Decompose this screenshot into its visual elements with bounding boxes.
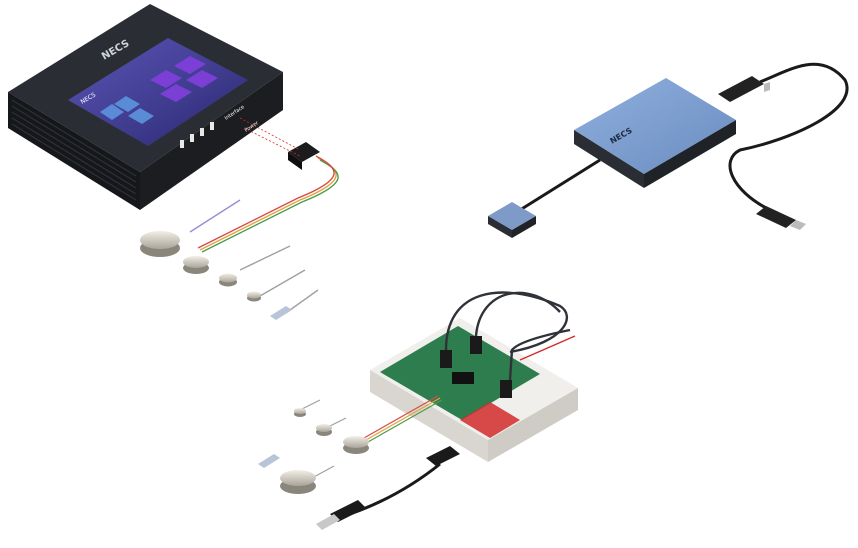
usb-a-cable	[316, 446, 460, 530]
hub-cables	[519, 62, 849, 212]
sensor-cables-top	[189, 155, 339, 311]
pcb-cables	[444, 291, 576, 381]
sensor-pad	[488, 202, 536, 238]
connector-plug	[288, 142, 320, 162]
sensor-bottom-small	[316, 424, 332, 436]
usb-c-plug-top	[718, 76, 770, 102]
sensor-large	[140, 231, 180, 257]
port-panel	[180, 122, 214, 148]
vent-grille	[11, 99, 137, 201]
screen-tiles	[100, 56, 218, 124]
red-connector-area	[460, 402, 520, 438]
sensor-small	[219, 273, 237, 287]
touchscreen-device: NECS NECS Interface Power	[8, 4, 320, 210]
sensor-tiny	[247, 291, 261, 302]
sensor-bottom-tiny	[294, 408, 306, 417]
pcb-enclosure	[370, 318, 578, 462]
usb-hub: NECS	[574, 78, 736, 188]
sensor-cables-bottom	[299, 395, 443, 479]
sensor-bottom-medium	[343, 436, 369, 454]
sensor-strip	[270, 306, 292, 320]
sensor-bottom-strip	[258, 454, 280, 468]
sensor-medium	[183, 256, 209, 274]
usb-c-plug-bottom	[756, 206, 806, 230]
sensor-bottom-large	[280, 470, 316, 494]
